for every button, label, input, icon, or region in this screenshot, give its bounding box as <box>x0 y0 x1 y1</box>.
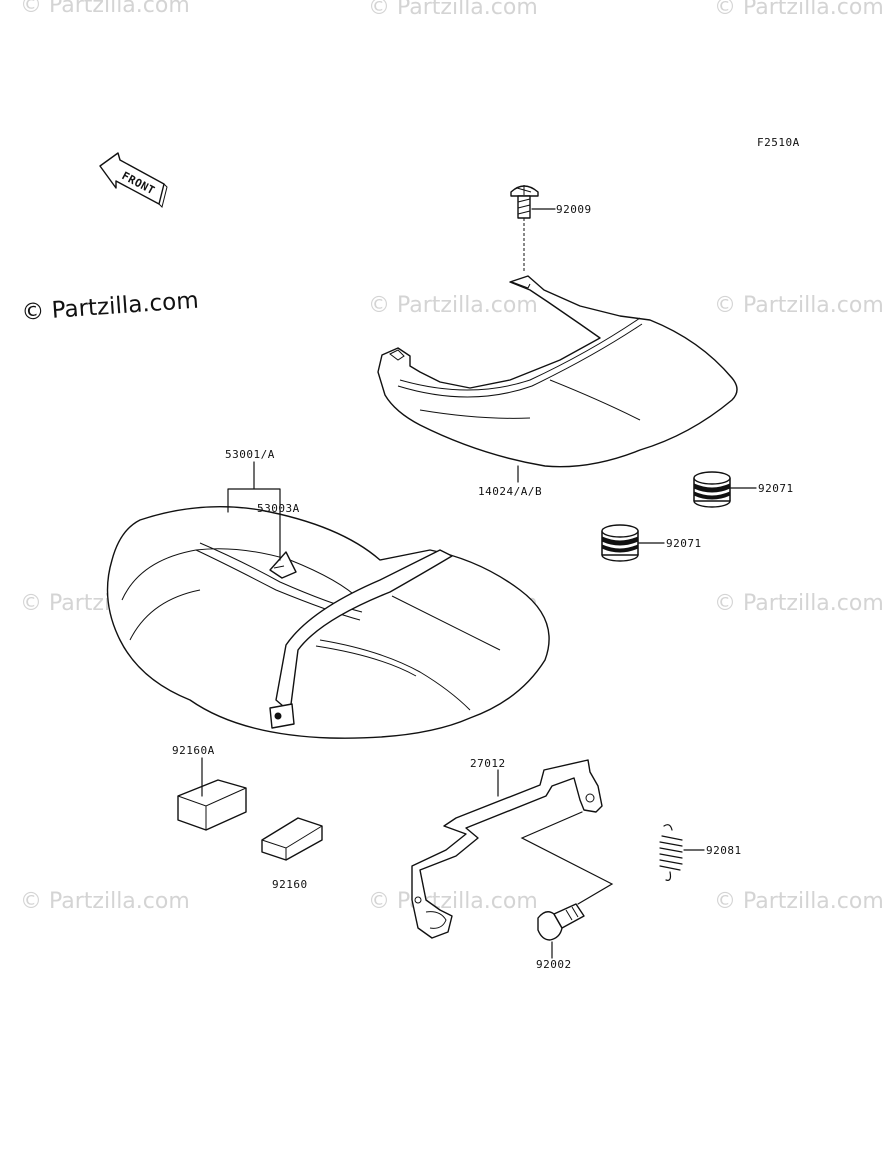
damper-92071-b-icon <box>601 524 665 562</box>
part-label-92009: 92009 <box>556 203 592 216</box>
part-label-53003: 53003A <box>257 502 300 515</box>
watermarks: © Partzilla.com © Partzilla.com © Partzi… <box>20 0 884 914</box>
damper-92071-a-icon <box>693 471 757 508</box>
watermark-text: © Partzilla.com <box>368 293 538 318</box>
watermark-text: © Partzilla.com <box>714 0 884 20</box>
partzilla-logo-text: © Partzilla.com <box>21 288 200 326</box>
bolt-92002-icon <box>537 903 585 959</box>
part-label-14024: 14024/A/B <box>478 485 542 498</box>
front-arrow-icon: FRONT <box>99 152 168 208</box>
watermark-text: © Partzilla.com <box>714 591 884 616</box>
part-label-27012: 27012 <box>470 757 506 770</box>
watermark-text: © Partzilla.com <box>20 889 190 914</box>
part-label-92071-b: 92071 <box>666 537 702 550</box>
watermark-text: © Partzilla.com <box>714 889 884 914</box>
leader-line <box>227 461 281 561</box>
part-label-92002: 92002 <box>536 958 572 971</box>
pad-92160-icon <box>261 817 323 861</box>
part-label-92160: 92160 <box>272 878 308 891</box>
part-label-92071-a: 92071 <box>758 482 794 495</box>
watermark-text: © Partzilla.com <box>368 0 538 20</box>
seat-53001 <box>106 505 550 739</box>
bracket-27012 <box>411 759 614 939</box>
watermark-text: © Partzilla.com <box>368 889 538 914</box>
watermark-text: © Partzilla.com <box>714 293 884 318</box>
part-label-92081: 92081 <box>706 844 742 857</box>
pad-92160A-icon <box>177 757 247 831</box>
spring-92081-icon <box>659 824 705 881</box>
figure-code: F2510A <box>757 136 800 149</box>
rear-cover-14024 <box>377 275 738 483</box>
watermark-text: © Partzilla.com <box>20 0 190 18</box>
screw-92009-icon <box>510 185 556 272</box>
part-label-53001: 53001/A <box>225 448 275 461</box>
part-label-92160A: 92160A <box>172 744 215 757</box>
